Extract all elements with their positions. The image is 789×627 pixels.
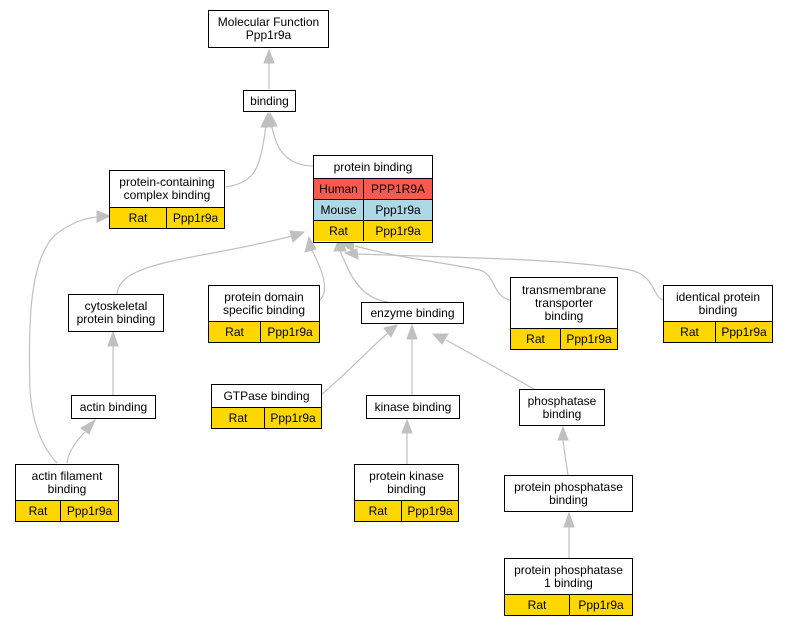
node-kinase-binding[interactable]: kinase binding	[366, 395, 460, 419]
node-title: protein-containing complex binding	[119, 175, 215, 202]
species-cell: Rat	[511, 329, 561, 349]
edge-protein_phosphatase_binding-to-phosphatase_binding	[562, 439, 569, 476]
arrowhead-protein_phosphatase_binding	[563, 511, 575, 528]
node-molecular-function[interactable]: Molecular Function Ppp1r9a	[208, 10, 329, 48]
gene-cell[interactable]: PPP1R9A	[370, 182, 426, 196]
node-title: protein binding	[333, 159, 413, 174]
node-title: binding	[250, 93, 289, 108]
node-protein-containing-complex-binding[interactable]: protein-containing complex binding Rat P…	[109, 170, 225, 229]
annotation-row-rat: Rat Ppp1r9a	[212, 407, 321, 428]
arrowhead-phosphatase_binding	[557, 425, 569, 441]
node-identical-protein-binding[interactable]: identical protein binding Rat Ppp1r9a	[663, 285, 773, 343]
arrowhead-protein_binding	[304, 235, 317, 253]
annotation-row-rat: Rat Ppp1r9a	[110, 207, 224, 228]
node-title: Molecular Function Ppp1r9a	[217, 15, 320, 42]
node-title: protein kinase binding	[369, 468, 444, 496]
gene-cell[interactable]: Ppp1r9a	[566, 332, 612, 346]
edge-protein_binding-to-binding	[271, 126, 314, 167]
annotation-row-rat: Rat Ppp1r9a	[664, 321, 772, 342]
node-protein-phosphatase-1-binding[interactable]: protein phosphatase 1 binding Rat Ppp1r9…	[504, 558, 633, 616]
node-enzyme-binding[interactable]: enzyme binding	[361, 302, 464, 324]
node-title: protein phosphatase binding	[514, 479, 623, 507]
gene-cell[interactable]: Ppp1r9a	[578, 598, 624, 612]
arrowhead-kinase_binding	[401, 418, 413, 434]
annotation-row-rat: Rat Ppp1r9a	[505, 594, 632, 615]
species-cell: Rat	[212, 408, 265, 428]
node-actin-binding[interactable]: actin binding	[71, 395, 156, 419]
arrowhead-protein_containing_complex_binding	[96, 210, 112, 223]
gene-cell[interactable]: Ppp1r9a	[66, 504, 113, 518]
species-cell: Mouse	[314, 200, 364, 220]
edge-cytoskeletal_protein_binding-to-protein_binding	[116, 235, 293, 295]
edge-gtpase_binding-to-enzyme_binding	[321, 332, 389, 395]
node-protein-binding[interactable]: protein binding Human PPP1R9A Mouse Ppp1…	[313, 155, 433, 243]
node-protein-kinase-binding[interactable]: protein kinase binding Rat Ppp1r9a	[354, 464, 459, 522]
node-title: GTPase binding	[223, 388, 310, 403]
node-title: enzyme binding	[370, 305, 455, 320]
node-protein-domain-specific-binding[interactable]: protein domain specific binding Rat Ppp1…	[208, 285, 320, 343]
species-cell: Rat	[314, 221, 364, 241]
species-cell: Rat	[16, 501, 61, 521]
edge-enzyme_binding-to-protein_binding	[339, 247, 389, 303]
node-title: kinase binding	[374, 399, 452, 414]
species-cell: Human	[314, 179, 364, 199]
node-title: protein phosphatase 1 binding	[514, 562, 623, 590]
arrowhead-actin_binding	[80, 418, 97, 435]
node-gtpase-binding[interactable]: GTPase binding Rat Ppp1r9a	[211, 384, 322, 429]
arrowhead-protein_binding	[289, 230, 306, 243]
annotation-row-rat: Rat Ppp1r9a	[314, 220, 432, 241]
node-title: protein domain specific binding	[222, 289, 306, 317]
edge-actin_filament_binding-to-protein_containing_complex_binding	[28, 216, 99, 464]
node-title: identical protein binding	[675, 289, 761, 317]
annotation-row-rat: Rat Ppp1r9a	[355, 500, 458, 521]
annotation-row-mouse: Mouse Ppp1r9a	[314, 199, 432, 220]
species-cell: Rat	[209, 322, 261, 342]
species-cell: Rat	[110, 208, 167, 228]
node-phosphatase-binding[interactable]: phosphatase binding	[519, 389, 605, 426]
node-transmembrane-transporter-binding[interactable]: transmembrane transporter binding Rat Pp…	[510, 277, 618, 350]
node-title: actin filament binding	[31, 468, 103, 496]
edge-protein_containing_complex_binding-to-binding	[225, 125, 267, 188]
arrowhead-enzyme_binding	[406, 323, 418, 340]
gene-cell[interactable]: Ppp1r9a	[267, 325, 313, 339]
arrowhead-binding	[265, 111, 278, 128]
edge-phosphatase_binding-to-enzyme_binding	[445, 339, 535, 390]
node-title: phosphatase binding	[527, 393, 597, 421]
gene-cell[interactable]: Ppp1r9a	[721, 325, 767, 339]
species-cell: Rat	[664, 322, 716, 342]
gene-cell[interactable]: Ppp1r9a	[270, 411, 316, 425]
node-title: transmembrane transporter binding	[521, 282, 607, 323]
annotation-row-human: Human PPP1R9A	[314, 178, 432, 199]
annotation-row-rat: Rat Ppp1r9a	[209, 321, 319, 342]
arrowhead-enzyme_binding	[383, 324, 398, 338]
gene-cell[interactable]: Ppp1r9a	[375, 203, 421, 217]
annotation-row-rat: Rat Ppp1r9a	[511, 328, 617, 349]
species-cell: Rat	[355, 501, 402, 521]
gene-cell[interactable]: Ppp1r9a	[407, 504, 453, 518]
arrowhead-molecular_function	[263, 48, 275, 64]
gene-cell[interactable]: Ppp1r9a	[375, 224, 421, 238]
edge-protein_domain_specific_binding-to-protein_binding	[311, 249, 326, 301]
arrowhead-protein_binding	[343, 248, 359, 260]
edge-identical_protein_binding-to-protein_binding	[357, 253, 664, 301]
annotation-row-rat: Rat Ppp1r9a	[16, 500, 118, 521]
arrowhead-cytoskeletal_protein_binding	[107, 330, 119, 347]
node-binding[interactable]: binding	[243, 90, 296, 112]
node-title: actin binding	[79, 399, 148, 414]
edge-transmembrane_transporter_binding-to-protein_binding	[354, 245, 511, 301]
node-protein-phosphatase-binding[interactable]: protein phosphatase binding	[504, 475, 633, 512]
arrowhead-enzyme_binding	[431, 333, 449, 345]
node-actin-filament-binding[interactable]: actin filament binding Rat Ppp1r9a	[15, 464, 119, 522]
node-cytoskeletal-protein-binding[interactable]: cytoskeletal protein binding	[68, 294, 164, 332]
species-cell: Rat	[505, 595, 570, 615]
edge-actin_filament_binding-to-actin_binding	[66, 431, 86, 464]
gene-cell[interactable]: Ppp1r9a	[172, 211, 219, 225]
node-title: cytoskeletal protein binding	[76, 299, 156, 326]
